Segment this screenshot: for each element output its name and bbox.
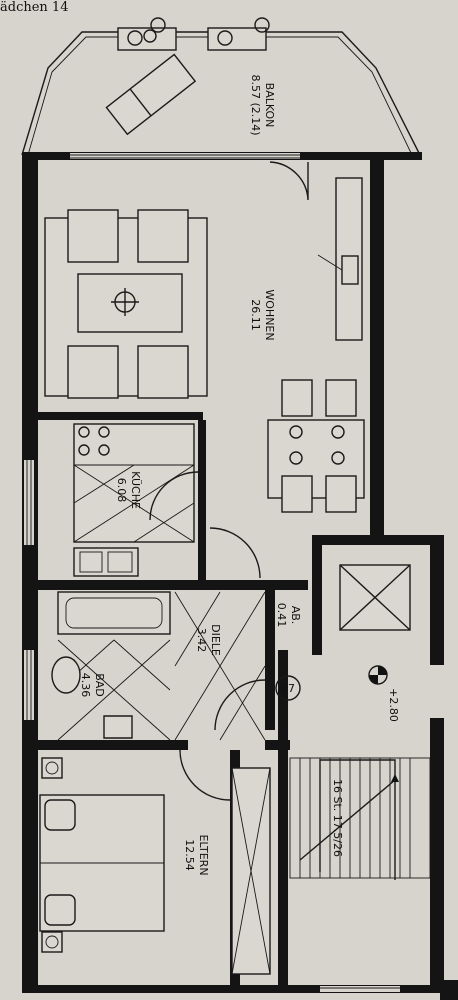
bad-area: 4.36	[79, 673, 92, 698]
eltern-area: 12.54	[183, 839, 196, 871]
kitchen: KÜCHE 6.08	[73, 423, 199, 577]
kueche-area: 6.08	[115, 478, 128, 503]
balkon-label: BALKON	[263, 83, 276, 128]
plant-box-right	[207, 17, 270, 51]
wohnen-area: 26.11	[249, 299, 262, 331]
plant-box-left	[117, 17, 177, 51]
ab-area: 0.41	[275, 603, 288, 628]
bathroom: BAD 4.36	[51, 591, 171, 741]
stairs-label: 16 St. 17.5/26	[331, 779, 344, 857]
eltern-label: ELTERN	[197, 834, 210, 875]
balcony-area: BALKON 8.57 (2.14)	[21, 17, 421, 156]
plan-header-title: ädchen 14	[0, 0, 69, 15]
diele-label: DIELE	[209, 624, 222, 656]
bad-label: BAD	[93, 673, 106, 697]
balkon-area: 8.57 (2.14)	[249, 74, 262, 135]
bedroom: ELTERN 12.54	[39, 749, 271, 975]
balcony-lounger	[105, 53, 197, 136]
unit-number-circle	[275, 675, 301, 701]
wohnen-label: WOHNEN	[263, 289, 276, 340]
unit-number: 27	[281, 682, 295, 695]
walls	[22, 152, 458, 1000]
hallway: DIELE 3.42 AB. 0.41 27	[174, 527, 302, 741]
elevation-label: +2.80	[387, 688, 400, 722]
stairs: 16 St. 17.5/26	[289, 757, 431, 880]
ab-label: AB.	[289, 606, 302, 625]
living-room: WOHNEN 26.11	[44, 161, 365, 513]
diele-area: 3.42	[195, 628, 208, 653]
kueche-label: KÜCHE	[129, 471, 142, 509]
elevation-marker: +2.80	[368, 665, 400, 722]
elevator	[339, 564, 411, 631]
